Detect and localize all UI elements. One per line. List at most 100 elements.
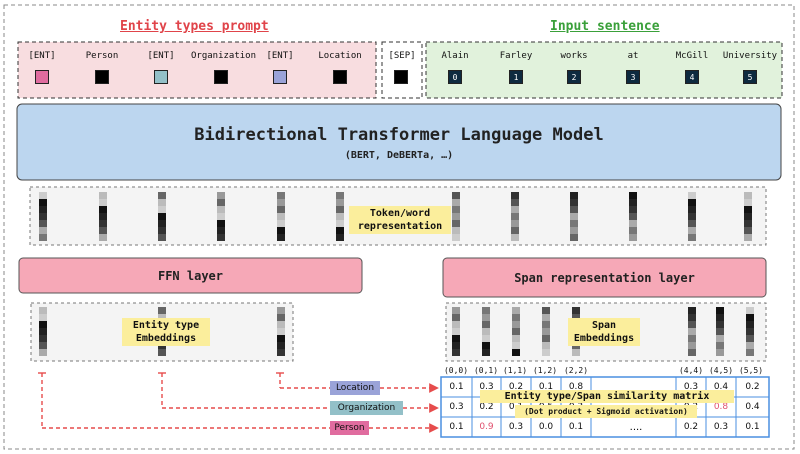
span-index: (4,5) — [708, 366, 734, 375]
embedding-cell — [99, 199, 107, 206]
embedding-cell — [570, 213, 578, 220]
embedding-cell — [512, 321, 520, 328]
embedding-cell — [39, 335, 47, 342]
embedding-cell — [512, 349, 520, 356]
embedding-cell — [570, 206, 578, 213]
embedding-cell — [452, 227, 460, 234]
entity-types-prompt-title: Entity types prompt — [120, 19, 269, 34]
embedding-cell — [744, 234, 752, 241]
embedding-cell — [688, 206, 696, 213]
embedding-cell — [452, 220, 460, 227]
embedding-cell — [688, 349, 696, 356]
embedding-cell — [482, 349, 490, 356]
embedding-cell — [158, 220, 166, 227]
embedding-cell — [336, 220, 344, 227]
embedding-cell — [688, 342, 696, 349]
embedding-cell — [336, 213, 344, 220]
outer-frame — [3, 4, 795, 450]
embedding-cell — [542, 342, 550, 349]
embedding-cell — [39, 342, 47, 349]
embedding-cell — [277, 314, 285, 321]
embedding-cell — [39, 321, 47, 328]
embedding-cell — [217, 206, 225, 213]
input-token: Farley — [499, 51, 533, 61]
embedding-cell — [716, 321, 724, 328]
embedding-cell — [688, 192, 696, 199]
span-layer-box — [442, 257, 767, 298]
embedding-cell — [452, 321, 460, 328]
embedding-cell — [277, 349, 285, 356]
input-token: University — [722, 51, 778, 61]
embedding-cell — [716, 314, 724, 321]
embedding-cell — [452, 328, 460, 335]
token-bars — [39, 192, 752, 241]
prompt-token: [ENT] — [266, 51, 294, 61]
embedding-cell — [716, 342, 724, 349]
sep-token: [SEP] — [388, 51, 416, 61]
embedding-cell — [572, 349, 580, 356]
embedding-cell — [482, 328, 490, 335]
ent-loc-square — [273, 70, 287, 84]
location-square — [333, 70, 347, 84]
embedding-cell — [688, 321, 696, 328]
transformer-name: Bidirectional Transformer Language Model — [194, 125, 604, 145]
embedding-cell — [511, 227, 519, 234]
embedding-cell — [277, 328, 285, 335]
embedding-cell — [217, 227, 225, 234]
embedding-cell — [217, 192, 225, 199]
embedding-cell — [572, 307, 580, 314]
embedding-cell — [511, 234, 519, 241]
embedding-cell — [629, 206, 637, 213]
prompt-token: [ENT] — [147, 51, 175, 61]
embedding-cell — [542, 328, 550, 335]
person-square — [95, 70, 109, 84]
embedding-cell — [570, 199, 578, 206]
embedding-cell — [277, 234, 285, 241]
arrows — [38, 372, 439, 433]
embedding-cell — [277, 335, 285, 342]
tag-location: Location — [330, 381, 380, 395]
embedding-cell — [217, 213, 225, 220]
embedding-cell — [452, 314, 460, 321]
input-sentence-title: Input sentence — [550, 19, 660, 34]
embedding-cell — [336, 234, 344, 241]
embedding-cell — [277, 227, 285, 234]
embedding-cell — [39, 234, 47, 241]
embedding-cell — [158, 213, 166, 220]
embedding-cell — [688, 199, 696, 206]
input-index-square: 1 — [509, 70, 523, 84]
embedding-cell — [744, 227, 752, 234]
embedding-cell — [39, 328, 47, 335]
embedding-cell — [542, 314, 550, 321]
embedding-cell — [716, 307, 724, 314]
token-repr-label: Token/word representation — [349, 206, 451, 234]
matrix-cell: 0.3 — [713, 422, 729, 432]
embedding-cell — [99, 234, 107, 241]
embedding-cell — [511, 206, 519, 213]
embedding-cell — [277, 342, 285, 349]
input-token: works — [560, 51, 588, 61]
embedding-cell — [99, 227, 107, 234]
embedding-cell — [217, 220, 225, 227]
transformer-box — [16, 103, 782, 181]
embedding-cell — [277, 220, 285, 227]
embedding-cell — [716, 335, 724, 342]
embedding-cell — [452, 213, 460, 220]
matrix-cell: 0.4 — [745, 402, 760, 412]
embedding-cell — [688, 307, 696, 314]
embedding-cell — [277, 206, 285, 213]
embedding-cell — [570, 234, 578, 241]
embedding-cell — [511, 199, 519, 206]
embedding-cell — [746, 328, 754, 335]
matrix-cell: 0.3 — [449, 402, 464, 412]
span-index: (1,1) — [502, 366, 528, 375]
embedding-cell — [277, 321, 285, 328]
embedding-cell — [158, 307, 166, 314]
embedding-cell — [482, 321, 490, 328]
matrix-cell: 0.1 — [745, 422, 760, 432]
embedding-cell — [158, 314, 166, 321]
prompt-token: Person — [85, 51, 119, 61]
prompt-token: [ENT] — [28, 51, 56, 61]
matrix-cell: 0.1 — [538, 382, 554, 392]
